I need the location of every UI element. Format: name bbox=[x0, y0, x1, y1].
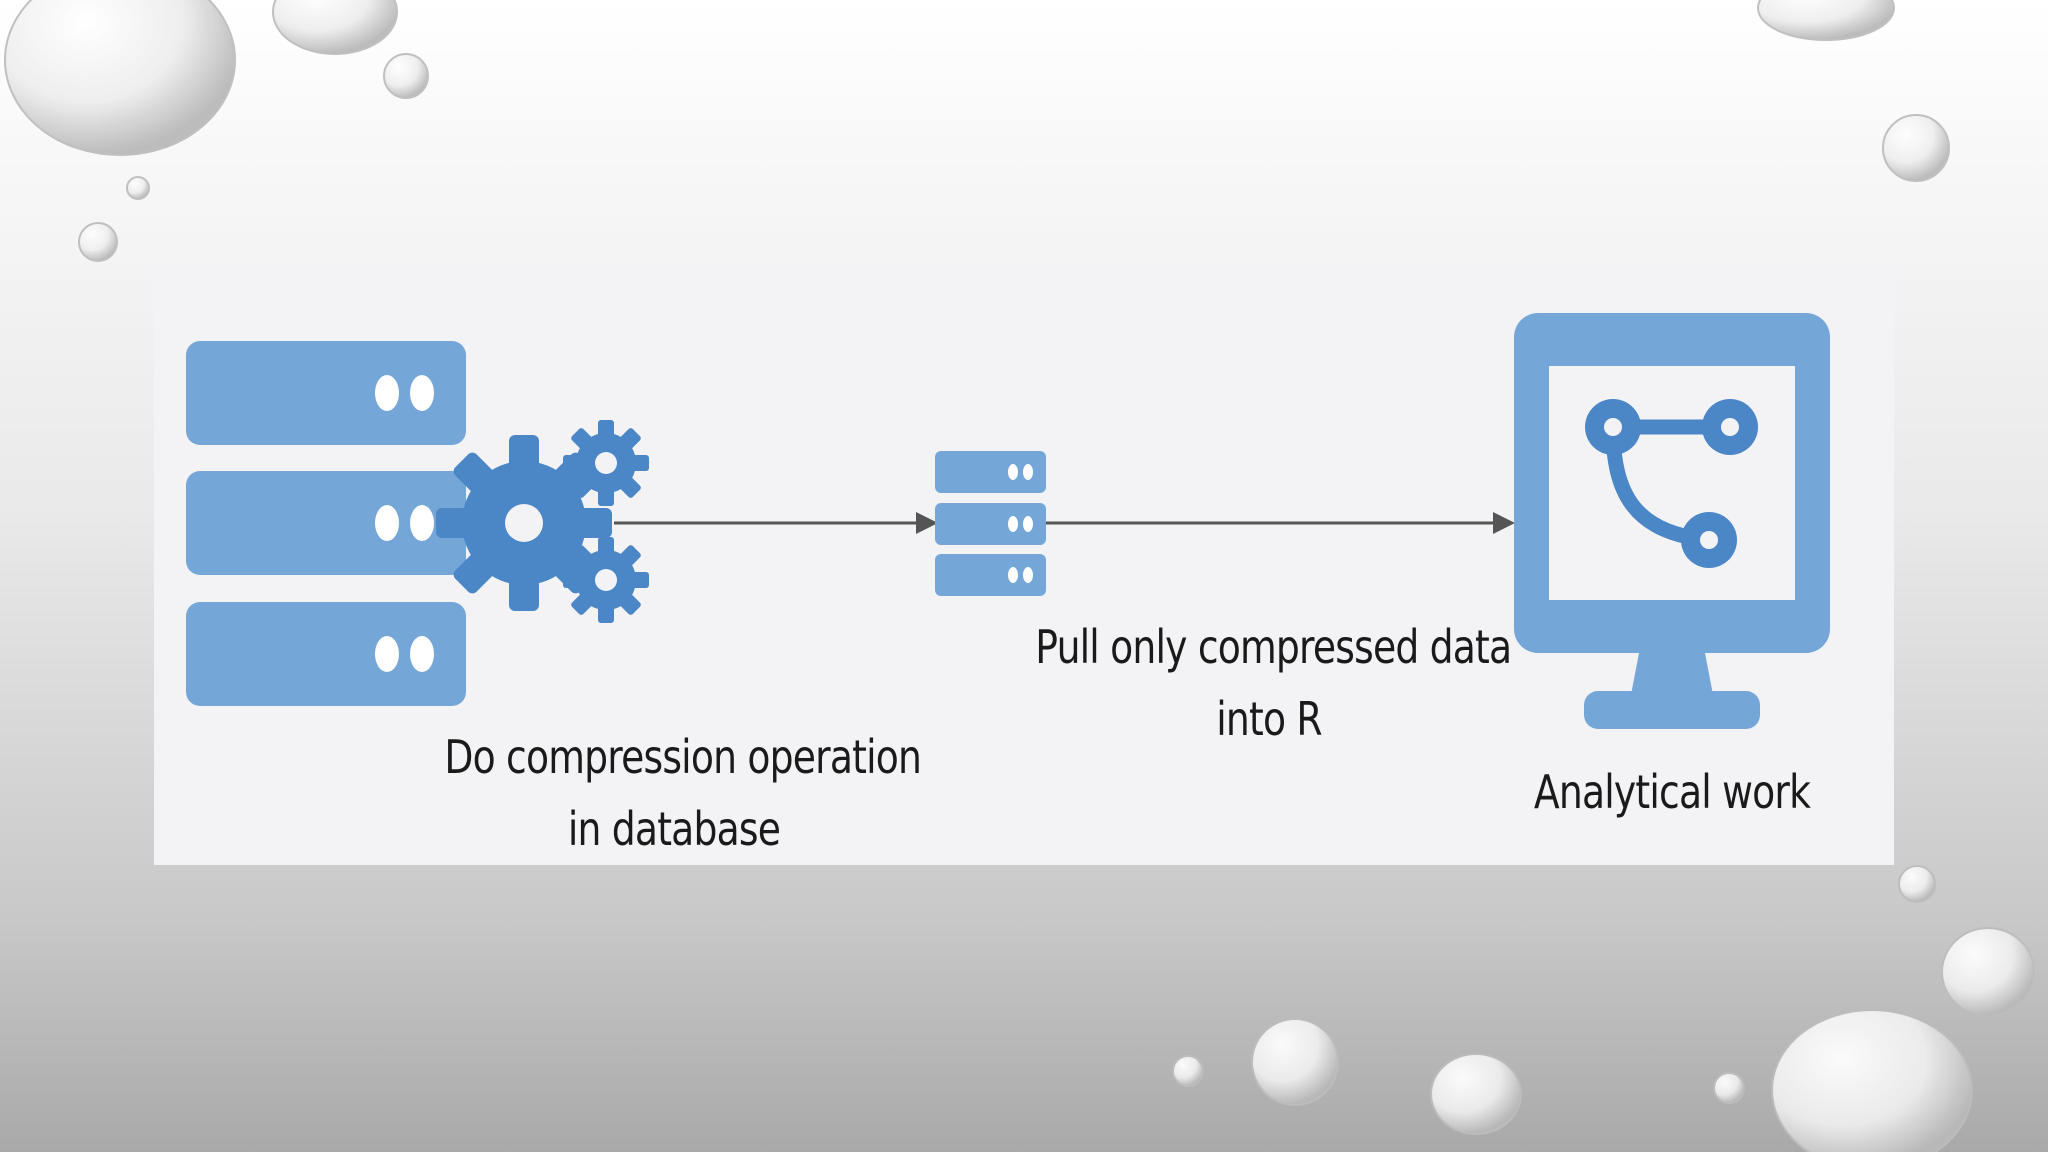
connector-arrow bbox=[1044, 512, 1515, 534]
small-database-icon bbox=[935, 451, 1046, 596]
connector-arrow bbox=[614, 512, 938, 534]
label-line: Do compression operation bbox=[444, 721, 903, 793]
label-line: Analytical work bbox=[1518, 756, 1826, 828]
step-label-analytical: Analytical work bbox=[1518, 756, 1826, 828]
step-label-compression: Do compression operation in database bbox=[444, 721, 903, 865]
small-gear-icon bbox=[563, 537, 649, 623]
database-server-with-gears-icon bbox=[186, 341, 649, 706]
diagram-panel: Do compression operation in database Pul… bbox=[154, 263, 1894, 865]
step-label-pull: Pull only compressed data into R bbox=[1035, 611, 1502, 755]
small-gear-icon bbox=[563, 420, 649, 506]
label-line: into R bbox=[1035, 683, 1502, 755]
monitor-analytics-icon bbox=[1514, 313, 1830, 729]
label-line: in database bbox=[444, 793, 903, 865]
label-line: Pull only compressed data bbox=[1035, 611, 1502, 683]
